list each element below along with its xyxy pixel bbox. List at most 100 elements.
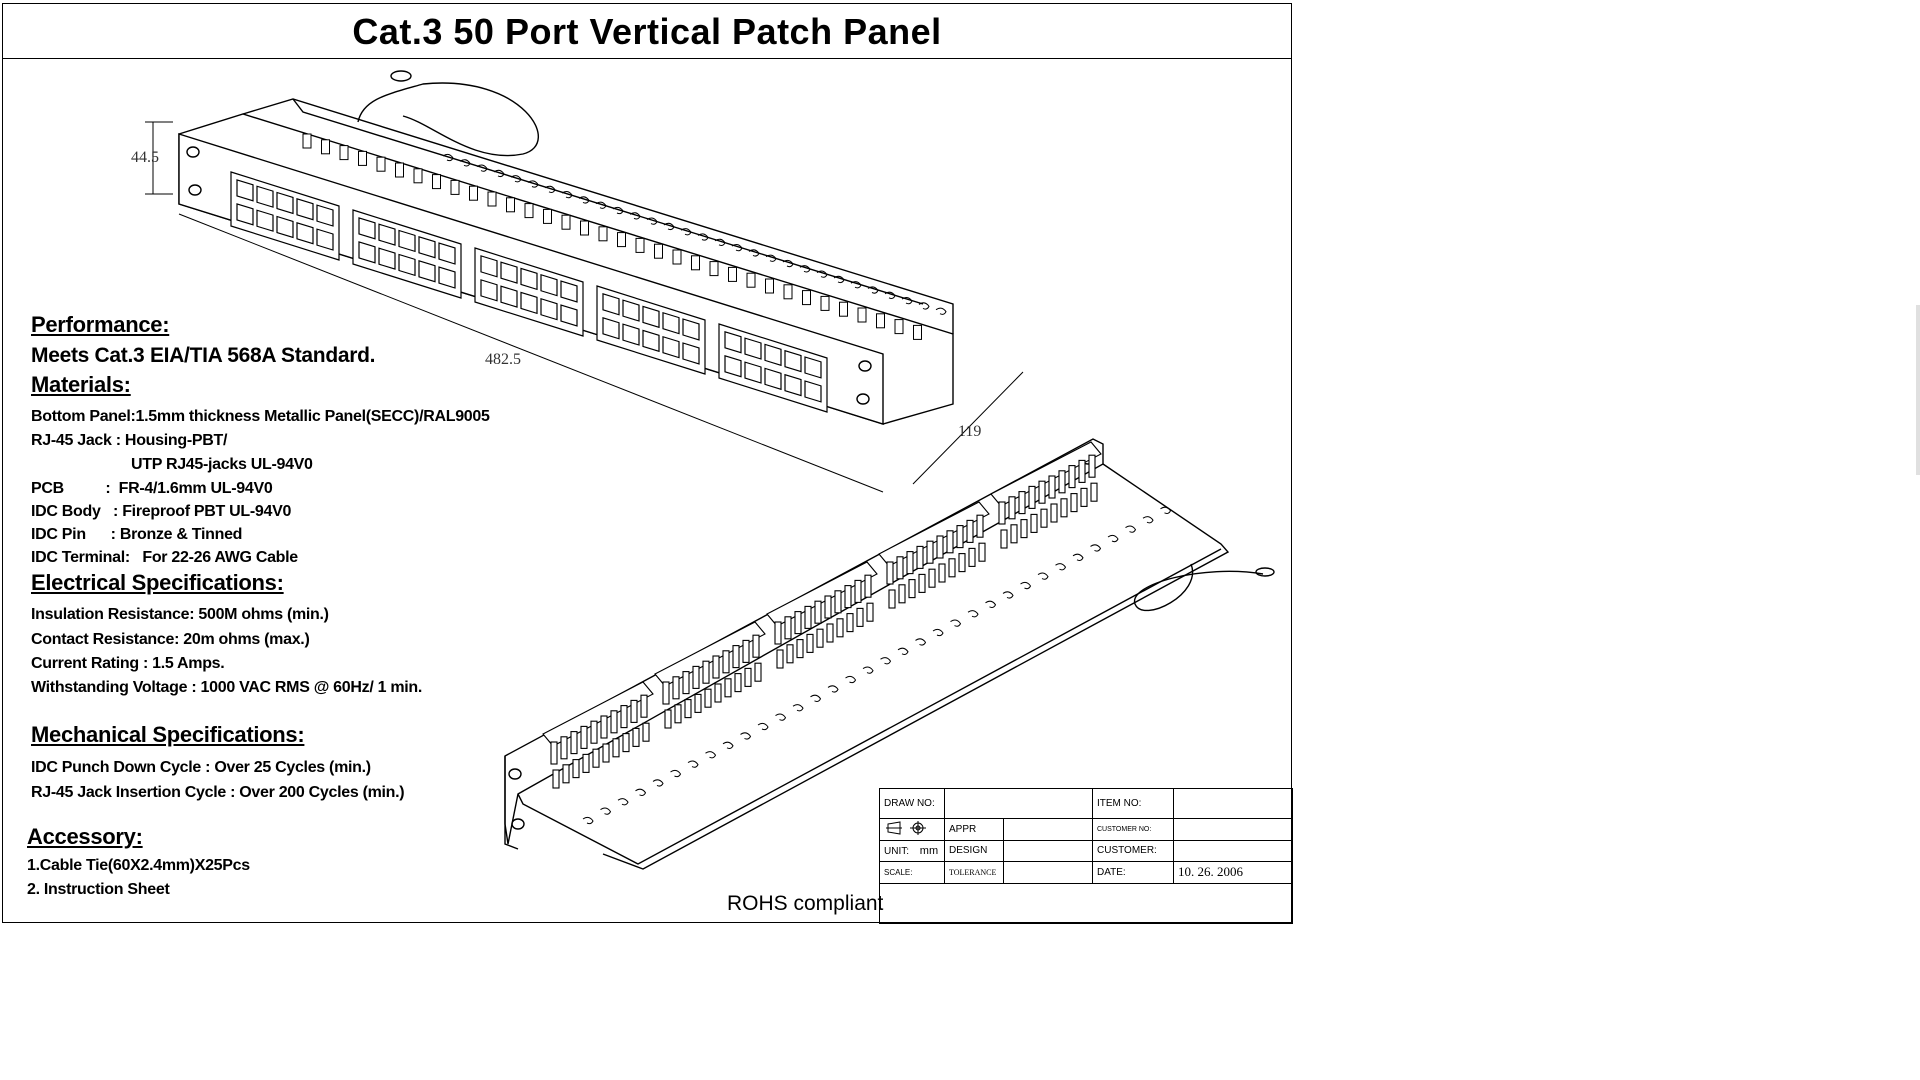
accessory-heading: Accessory: — [27, 824, 143, 849]
cable-tie-hook — [1072, 553, 1084, 561]
draw-no-label: DRAW NO: — [879, 788, 945, 819]
cable-tie-hook — [792, 704, 804, 712]
idc-terminal — [886, 561, 894, 585]
idc-terminal — [888, 589, 896, 609]
idc-terminal — [662, 681, 670, 705]
idc-terminal — [562, 764, 570, 784]
idc-terminal — [820, 295, 830, 311]
idc-terminal — [836, 618, 844, 638]
idc-terminal — [857, 307, 867, 323]
idc-terminal — [866, 602, 874, 622]
idc-terminal — [635, 237, 645, 253]
drawing-sheet: Cat.3 50 Port Vertical Patch Panel — [2, 3, 1293, 925]
idc-terminal — [1020, 519, 1028, 539]
idc-terminal — [846, 613, 854, 633]
idc-terminal — [834, 590, 842, 614]
idc-terminal — [1030, 513, 1038, 533]
idc-terminal — [824, 595, 832, 619]
cable-tie-hook — [578, 196, 590, 204]
idc-terminal — [712, 655, 720, 679]
idc-terminal — [674, 704, 682, 724]
cable-tie-hook — [810, 694, 822, 702]
rj45-jack — [662, 335, 680, 359]
cable-tie-hook — [880, 657, 892, 665]
idc-block-top — [542, 681, 654, 747]
material-line: IDC Terminal: For 22-26 AWG Cable — [31, 549, 298, 566]
idc-terminal — [958, 553, 966, 573]
cable-tie-hook — [985, 600, 997, 608]
unit-label: UNIT: — [884, 845, 909, 857]
rj45-jack — [316, 204, 334, 227]
idc-terminal — [560, 736, 568, 760]
rj45-jack — [804, 356, 822, 379]
patch-panel-drawing: 44.5 482.5 119 — [131, 70, 1275, 870]
rj45-jack — [560, 304, 578, 327]
idc-terminal — [450, 179, 460, 195]
performance-text: Meets Cat.3 EIA/TIA 568A Standard. — [31, 344, 376, 367]
rj45-jack — [724, 355, 742, 378]
date-value: 10. 26. 2006 — [1173, 861, 1293, 884]
idc-terminal — [1070, 493, 1078, 513]
idc-terminal — [976, 514, 984, 538]
rj45-jack — [784, 349, 802, 373]
idc-terminal — [580, 220, 589, 236]
rj45-jack — [296, 222, 314, 245]
cable-tie-hook — [442, 153, 454, 162]
idc-terminal — [550, 741, 558, 765]
idc-terminal — [572, 759, 580, 779]
idc-block-top — [878, 501, 990, 567]
rj45-jack — [500, 261, 518, 284]
idc-terminal — [1008, 496, 1016, 520]
rj45-jack — [256, 185, 274, 208]
idc-terminal — [978, 542, 986, 562]
idc-terminal — [804, 605, 812, 629]
idc-terminal — [302, 133, 312, 149]
cable-tie-hook — [816, 270, 828, 278]
cable-tie-hook — [884, 291, 896, 299]
cable-tie-hook — [722, 741, 734, 749]
cable-tie-hook — [600, 807, 612, 815]
appr-value — [1003, 817, 1093, 841]
rj45-jack — [520, 267, 538, 291]
rj45-jack — [804, 380, 822, 403]
cable-tie-hook — [915, 638, 927, 646]
rj45-jack — [296, 198, 314, 221]
cable-tie-hook — [687, 760, 699, 768]
material-line: Bottom Panel:1.5mm thickness Metallic Pa… — [31, 408, 490, 425]
idc-terminal — [876, 313, 885, 329]
idc-block-top — [766, 561, 878, 627]
idc-terminal — [691, 255, 700, 271]
rj45-jack — [358, 217, 376, 240]
cable-tie-hook — [845, 675, 857, 684]
cable-tie-hook — [680, 228, 692, 236]
top-cable-tie-row — [442, 153, 947, 315]
idc-terminal — [632, 727, 640, 747]
idc-terminal — [742, 639, 750, 663]
cable-tie-hook — [493, 169, 505, 178]
rj45-jack — [642, 305, 660, 329]
idc-terminal — [864, 574, 872, 598]
projection-symbol-cell — [879, 817, 945, 841]
scale-label: SCALE: — [879, 861, 945, 884]
idc-terminal — [704, 688, 712, 708]
idc-terminal — [543, 208, 552, 224]
rj45-jack — [642, 329, 660, 353]
idc-terminal — [938, 563, 946, 583]
cable-tie-hook — [705, 751, 717, 759]
idc-terminal — [602, 743, 610, 763]
idc-terminal — [524, 203, 534, 219]
mechanical-line: RJ-45 Jack Insertion Cycle : Over 200 Cy… — [31, 784, 405, 801]
idc-terminal — [682, 671, 690, 695]
electrical-line: Contact Resistance: 20m ohms (max.) — [31, 631, 310, 648]
idc-terminal — [1060, 498, 1068, 518]
cable-tie-hook — [510, 175, 522, 183]
idc-terminal — [714, 683, 722, 703]
cable-tie-hook — [714, 238, 726, 246]
rj45-jack — [438, 242, 456, 265]
idc-terminal — [734, 673, 742, 693]
cable-tie-hook — [1055, 563, 1067, 571]
rj45-jack — [744, 337, 762, 360]
idc-terminal — [610, 710, 618, 734]
cable-tie-hook — [544, 185, 556, 193]
cable-tie-hook — [740, 732, 752, 740]
